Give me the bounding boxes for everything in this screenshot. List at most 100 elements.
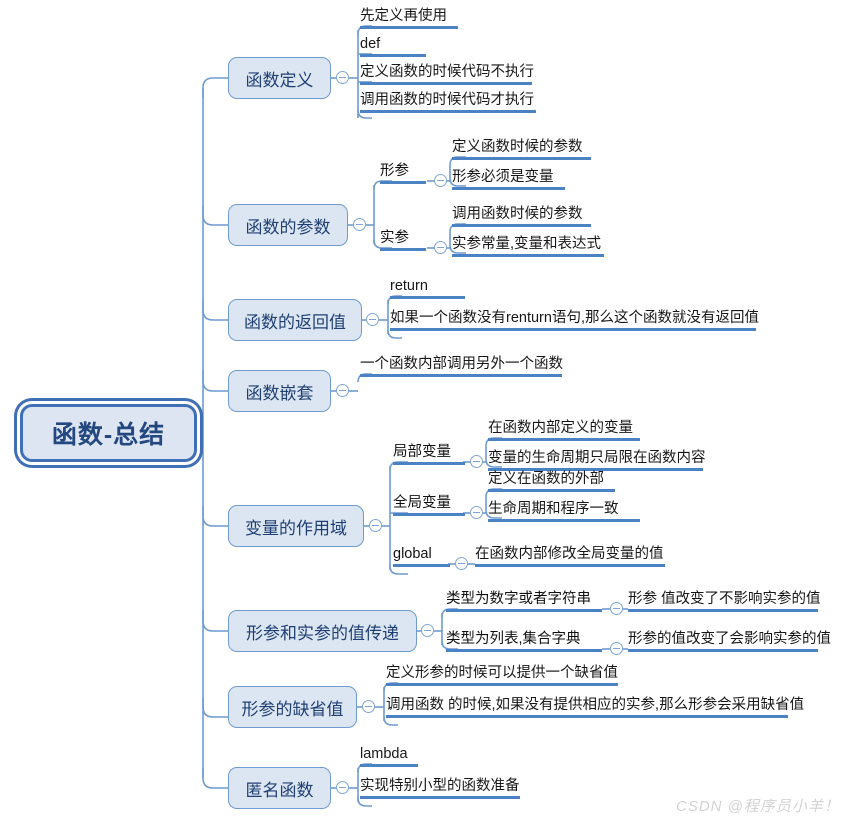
leaf-node[interactable]: 实参常量,变量和表达式 <box>452 236 604 259</box>
topic-label: 函数定义 <box>245 70 314 90</box>
collapse-toggle-variable-scope[interactable] <box>369 519 382 532</box>
root-node[interactable]: 函数-总结 <box>20 404 197 462</box>
leaf-underline <box>452 224 591 227</box>
leaf-node[interactable]: return <box>390 278 465 301</box>
collapse-toggle-local-variable[interactable] <box>470 455 483 468</box>
topic-label: 函数的返回值 <box>244 312 346 332</box>
subtopic-node[interactable]: global <box>393 546 450 569</box>
leaf-underline <box>390 296 465 299</box>
leaf-node[interactable]: 定义形参的时候可以提供一个缺省值 <box>386 665 618 688</box>
leaf-underline <box>386 683 618 686</box>
subtopic-node[interactable]: 局部变量 <box>393 444 465 467</box>
topic-label: 形参的缺省值 <box>241 699 344 719</box>
topic-nested-functions[interactable]: 函数嵌套 <box>228 370 331 412</box>
root-label: 函数-总结 <box>51 421 166 449</box>
leaf-label: 形参 值改变了不影响实参的值 <box>628 591 821 607</box>
subtopic-label: global <box>393 546 432 562</box>
leaf-node[interactable]: 变量的生命周期只局限在函数内容 <box>488 450 706 473</box>
collapse-toggle-list-set-dict-type[interactable] <box>610 642 623 655</box>
leaf-label: 先定义再使用 <box>360 8 447 24</box>
collapse-toggle-parameter-passing[interactable] <box>421 624 434 637</box>
leaf-node[interactable]: 一个函数内部调用另外一个函数 <box>360 356 563 379</box>
subtopic-underline <box>393 564 450 567</box>
collapse-toggle-default-values[interactable] <box>362 700 375 713</box>
leaf-underline <box>360 26 458 29</box>
subtopic-node[interactable]: 类型为数字或者字符串 <box>446 591 602 614</box>
topic-label: 形参和实参的值传递 <box>246 623 399 643</box>
topic-label: 匿名函数 <box>245 780 314 800</box>
leaf-underline <box>452 254 604 257</box>
leaf-node[interactable]: 形参必须是变量 <box>452 169 565 192</box>
leaf-underline <box>360 764 418 767</box>
leaf-node[interactable]: 在函数内部定义的变量 <box>488 420 640 443</box>
leaf-label: 定义函数时候的参数 <box>452 139 583 155</box>
topic-return-value[interactable]: 函数的返回值 <box>228 299 362 341</box>
leaf-label: 形参必须是变量 <box>452 169 554 185</box>
subtopic-label: 类型为列表,集合字典 <box>446 631 581 647</box>
leaf-node[interactable]: 调用函数 的时候,如果没有提供相应的实参,那么形参会采用缺省值 <box>386 697 804 720</box>
leaf-label: 在函数内部定义的变量 <box>488 420 633 436</box>
leaf-label: 如果一个函数没有renturn语句,那么这个函数就没有返回值 <box>390 310 759 326</box>
subtopic-label: 局部变量 <box>393 444 451 460</box>
subtopic-node[interactable]: 形参 <box>380 163 426 186</box>
collapse-toggle-actual-parameter[interactable] <box>434 241 447 254</box>
collapse-toggle-numeric-string-type[interactable] <box>610 602 623 615</box>
leaf-underline <box>628 649 818 652</box>
subtopic-underline <box>393 513 465 516</box>
leaf-underline <box>360 374 562 377</box>
leaf-node[interactable]: 先定义再使用 <box>360 8 458 31</box>
leaf-label: 一个函数内部调用另外一个函数 <box>360 356 563 372</box>
leaf-node[interactable]: 生命周期和程序一致 <box>488 501 640 524</box>
leaf-node[interactable]: 如果一个函数没有renturn语句,那么这个函数就没有返回值 <box>390 310 759 333</box>
leaf-underline <box>386 715 788 718</box>
topic-variable-scope[interactable]: 变量的作用域 <box>228 505 364 547</box>
subtopic-underline <box>380 181 426 184</box>
leaf-label: 调用函数 的时候,如果没有提供相应的实参,那么形参会采用缺省值 <box>386 697 805 713</box>
topic-parameter-passing[interactable]: 形参和实参的值传递 <box>228 610 417 652</box>
topic-default-values[interactable]: 形参的缺省值 <box>228 686 357 728</box>
topic-anonymous-functions[interactable]: 匿名函数 <box>228 767 331 809</box>
collapse-toggle-anonymous-functions[interactable] <box>336 781 349 794</box>
leaf-node[interactable]: 实现特别小型的函数准备 <box>360 778 520 801</box>
leaf-underline <box>452 157 591 160</box>
subtopic-label: 类型为数字或者字符串 <box>446 591 591 607</box>
leaf-label: 生命周期和程序一致 <box>488 501 619 517</box>
leaf-node[interactable]: def <box>360 36 426 59</box>
leaf-label: def <box>360 36 381 52</box>
collapse-toggle-global-variable[interactable] <box>470 506 483 519</box>
leaf-node[interactable]: 在函数内部修改全局变量的值 <box>475 546 665 569</box>
leaf-label: 变量的生命周期只局限在函数内容 <box>488 450 706 466</box>
topic-function-definition[interactable]: 函数定义 <box>228 57 331 99</box>
leaf-node[interactable]: 定义函数的时候代码不执行 <box>360 64 534 87</box>
topic-label: 函数嵌套 <box>245 383 314 403</box>
leaf-underline <box>488 489 615 492</box>
leaf-node[interactable]: 调用函数的时候代码才执行 <box>360 92 536 115</box>
topic-function-parameters[interactable]: 函数的参数 <box>228 204 348 246</box>
subtopic-node[interactable]: 实参 <box>380 230 426 253</box>
leaf-node[interactable]: 形参 值改变了不影响实参的值 <box>628 591 821 614</box>
collapse-toggle-nested-functions[interactable] <box>336 384 349 397</box>
collapse-toggle-global-keyword[interactable] <box>455 557 468 570</box>
subtopic-node[interactable]: 类型为列表,集合字典 <box>446 631 602 654</box>
leaf-underline <box>488 438 640 441</box>
subtopic-underline <box>380 248 426 251</box>
collapse-toggle-function-parameters[interactable] <box>353 218 366 231</box>
leaf-underline <box>488 468 703 471</box>
leaf-label: 实参常量,变量和表达式 <box>452 236 602 252</box>
collapse-toggle-formal-parameter[interactable] <box>434 174 447 187</box>
subtopic-underline <box>446 609 602 612</box>
subtopic-label: 全局变量 <box>393 495 451 511</box>
leaf-underline <box>628 609 818 612</box>
leaf-node[interactable]: 定义函数时候的参数 <box>452 139 591 162</box>
collapse-toggle-return-value[interactable] <box>366 313 379 326</box>
leaf-node[interactable]: 形参的值改变了会影响实参的值 <box>628 631 831 654</box>
leaf-node[interactable]: 定义在函数的外部 <box>488 471 615 494</box>
collapse-toggle-function-definition[interactable] <box>336 71 349 84</box>
leaf-underline <box>360 796 520 799</box>
leaf-node[interactable]: lambda <box>360 746 418 769</box>
leaf-label: return <box>390 278 428 294</box>
leaf-node[interactable]: 调用函数时候的参数 <box>452 206 591 229</box>
leaf-underline <box>360 54 426 57</box>
subtopic-node[interactable]: 全局变量 <box>393 495 465 518</box>
